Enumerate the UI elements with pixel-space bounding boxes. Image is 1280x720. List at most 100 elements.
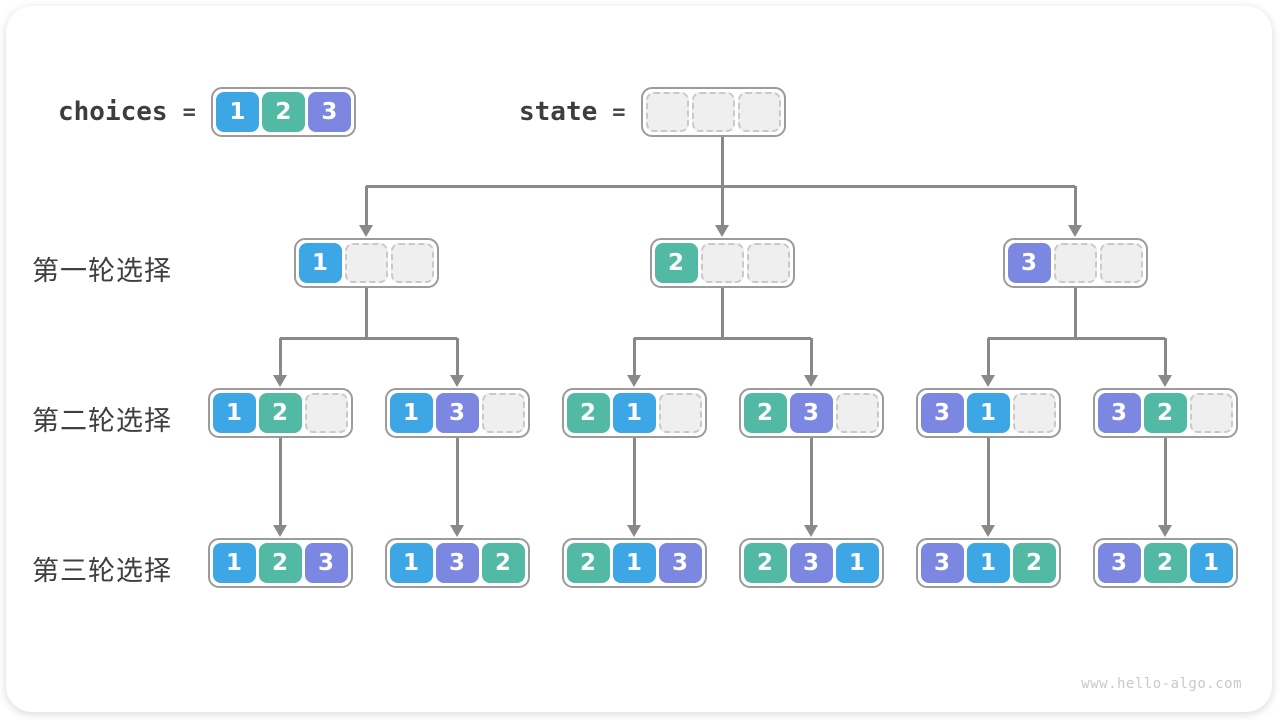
empty-cell [1053,243,1097,283]
empty-cell [390,243,434,283]
arrowhead-icon [981,375,995,387]
value-cell-2: 2 [258,543,302,583]
value-cell-1: 1 [389,543,433,583]
value-cell-3: 3 [789,543,833,583]
state-array-box: 2 [649,238,795,288]
value-cell-1: 1 [212,393,256,433]
state-label: state [519,97,598,127]
arrowhead-icon [804,525,818,537]
state-node-round1-3: 3 [1002,238,1148,288]
connector-line [986,338,990,376]
connector-line [1163,438,1167,526]
value-cell-2: 2 [566,393,610,433]
empty-cell [746,243,790,283]
arrowhead-icon [1068,225,1082,237]
value-cell-2: 2 [1143,543,1187,583]
value-cell-3: 3 [920,543,964,583]
connector-line [364,288,368,338]
empty-cell [1099,243,1143,283]
empty-cell [481,393,525,433]
round-1-label: 第一轮选择 [32,256,172,286]
round-3-label: 第三轮选择 [32,556,172,586]
state-array-box: 1 [293,238,439,288]
value-cell-1: 1 [298,243,342,283]
arrowhead-icon [450,525,464,537]
connector-line [278,338,282,376]
state-legend: state = [519,87,786,137]
value-cell-1: 1 [966,543,1010,583]
value-cell-1: 1 [612,393,656,433]
connector-line [720,186,724,226]
choices-label: choices [58,97,168,127]
empty-cell [658,393,702,433]
value-cell-2: 2 [481,543,525,583]
value-cell-3: 3 [1007,243,1051,283]
value-cell-1: 1 [835,543,879,583]
connector-line [720,137,724,186]
connector-line [1163,338,1167,376]
empty-cell [1189,393,1233,433]
value-cell-3: 3 [789,393,833,433]
state-node-round1-2: 2 [649,238,795,288]
value-cell-2: 2 [261,92,305,132]
empty-cell [304,393,348,433]
empty-cell [1012,393,1056,433]
arrowhead-icon [627,375,641,387]
arrowhead-icon [273,375,287,387]
arrowhead-icon [627,525,641,537]
connector-line [632,438,636,526]
value-cell-1: 1 [389,393,433,433]
arrowhead-icon [1158,525,1172,537]
state-node-round1-1: 1 [293,238,439,288]
round-2-label: 第二轮选择 [32,406,172,436]
connector-line [988,336,1165,340]
connector-line [455,338,459,376]
value-cell-3: 3 [304,543,348,583]
arrowhead-icon [981,525,995,537]
connector-line [809,438,813,526]
value-cell-3: 3 [1097,393,1141,433]
value-cell-1: 1 [212,543,256,583]
empty-cell [835,393,879,433]
arrowhead-icon [804,375,818,387]
state-array-box [640,87,786,137]
empty-cell [645,92,689,132]
value-cell-2: 2 [743,393,787,433]
connector-line [720,288,724,338]
value-cell-3: 3 [435,543,479,583]
value-cell-2: 2 [566,543,610,583]
value-cell-2: 2 [1143,393,1187,433]
value-cell-1: 1 [215,92,259,132]
value-cell-2: 2 [743,543,787,583]
connector-line [986,438,990,526]
arrowhead-icon [359,225,373,237]
value-cell-3: 3 [307,92,351,132]
state-array-box: 3 [1002,238,1148,288]
arrowhead-icon [450,375,464,387]
connector-line [455,438,459,526]
arrowhead-icon [1158,375,1172,387]
value-cell-3: 3 [658,543,702,583]
arrowhead-icon [715,225,729,237]
value-cell-1: 1 [612,543,656,583]
connector-line [632,338,636,376]
value-cell-3: 3 [1097,543,1141,583]
